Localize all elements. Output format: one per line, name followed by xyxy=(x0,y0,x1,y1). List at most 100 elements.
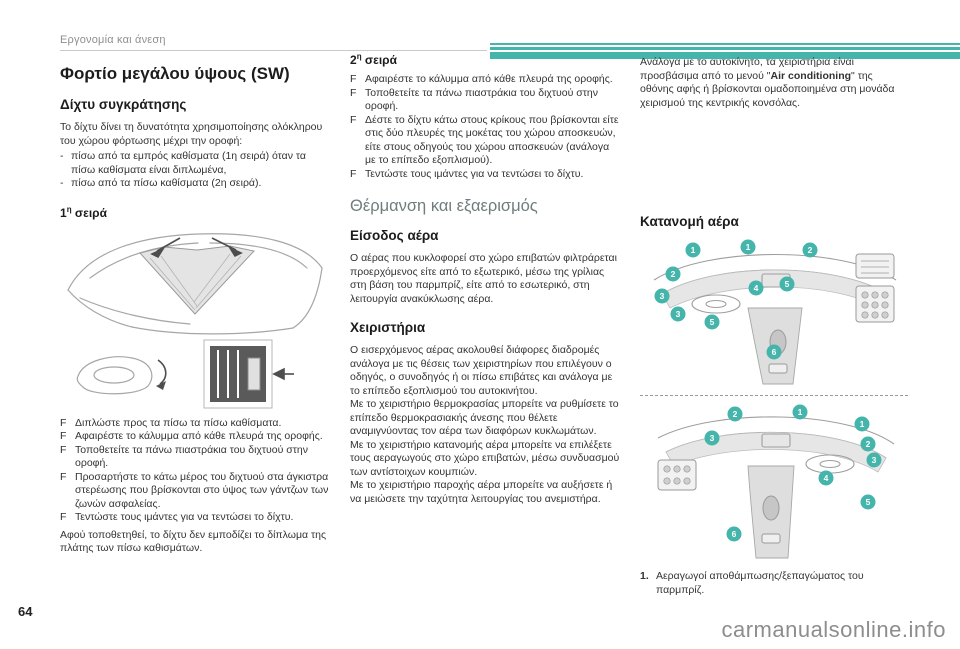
dash-text: πίσω από τα πίσω καθίσματα (2η σειρά). xyxy=(71,177,262,189)
diagram-callout: 1 xyxy=(792,404,808,420)
column-middle: 2η σειρά F Αφαιρέστε το κάλυμμα από κάθε… xyxy=(350,52,620,506)
step-arrow-icon: F xyxy=(350,86,357,99)
row1-heading: 1η σειρά xyxy=(60,204,107,220)
svg-text:1: 1 xyxy=(860,419,865,429)
instruction-step: F Τοποθετείτε τα πάνω πιαστράκια του διχ… xyxy=(60,444,330,471)
air-inlet-body: Ο αέρας που κυκλοφορεί στο χώρο επιβατών… xyxy=(350,252,617,305)
gear-lever xyxy=(762,495,780,521)
dash-text: πίσω από τα εμπρός καθίσματα (1η σειρά) … xyxy=(71,150,306,176)
svg-text:5: 5 xyxy=(710,317,715,327)
diagram-callout: 2 xyxy=(665,266,681,282)
net-outro: Αφού τοποθετηθεί, το δίχτυ δεν εμποδίζει… xyxy=(60,528,327,555)
svg-text:1: 1 xyxy=(746,242,751,252)
svg-text:5: 5 xyxy=(866,497,871,507)
bracket-arrow-icon xyxy=(272,367,294,380)
step-arrow-icon: F xyxy=(60,470,67,483)
controls-paragraph: Ο εισερχόμενος αέρας ακολουθεί διάφορες … xyxy=(350,344,613,397)
svg-text:3: 3 xyxy=(676,309,681,319)
bracket-detail xyxy=(203,339,294,408)
step-text: Αφαιρέστε το κάλυμμα από κάθε πλευρά της… xyxy=(365,73,613,85)
center-screen xyxy=(761,433,791,448)
step-text: Τοποθετείτε τα πάνω πιαστράκια του διχτυ… xyxy=(365,86,599,113)
instruction-step: F Προσαρτήστε το κάτω μέρος του διχτυού … xyxy=(60,471,330,512)
column-right: Ανάλογα με το αυτοκίνητο, τα χειριστήρια… xyxy=(640,56,908,597)
step-text: Αφαιρέστε το κάλυμμα από κάθε πλευρά της… xyxy=(75,430,323,442)
diagram-callout: 5 xyxy=(779,276,795,292)
controls-heading: Χειριστήρια xyxy=(350,320,426,335)
svg-text:1: 1 xyxy=(798,407,803,417)
diagram-callout: 3 xyxy=(704,430,720,446)
dashboard-diagram-2: 2 1 1 3 2 4 3 5 6 xyxy=(657,404,895,559)
row2-heading: 2η σειρά xyxy=(350,52,397,67)
climate-panel xyxy=(657,459,697,491)
dash-item: - πίσω από τα πίσω καθίσματα (2η σειρά). xyxy=(60,177,330,191)
diagram-callout: 5 xyxy=(704,314,720,330)
page-number: 64 xyxy=(18,604,33,619)
net-intro: Το δίχτυ δίνει τη δυνατότητα χρησιμοποίη… xyxy=(60,121,323,147)
stripe xyxy=(490,47,960,50)
step-arrow-icon: F xyxy=(60,416,67,429)
step-text: Τοποθετείτε τα πάνω πιαστράκια του διχτυ… xyxy=(75,443,309,470)
svg-text:4: 4 xyxy=(754,283,759,293)
svg-text:3: 3 xyxy=(660,291,665,301)
svg-text:5: 5 xyxy=(785,279,790,289)
section-header: Εργονομία και άνεση xyxy=(60,34,166,46)
figure-caption: 1. Αεραγωγοί αποθάμπωσης/ξεπαγώματος του… xyxy=(640,570,908,597)
net-subtitle: Δίχτυ συγκράτησης xyxy=(60,97,187,112)
step-text: Διπλώστε προς τα πίσω τα πίσω καθίσματα. xyxy=(75,416,282,429)
diagram-callout: 6 xyxy=(726,526,742,542)
socket-arrow-icon xyxy=(156,358,167,390)
controls-paragraph: Με το χειριστήριο θερμοκρασίας μπορείτε … xyxy=(350,398,619,437)
step-arrow-icon: F xyxy=(60,511,67,523)
instruction-step: F Διπλώστε προς τα πίσω τα πίσω καθίσματ… xyxy=(60,417,330,431)
distribution-heading: Κατανομή αέρα xyxy=(640,214,739,229)
controls-paragraph: Με το χειριστήριο κατανομής αέρα μπορείτ… xyxy=(350,438,620,478)
diagram-callout: 2 xyxy=(860,436,876,452)
steering-wheel xyxy=(691,294,741,314)
decorative-stripes xyxy=(490,43,960,59)
diagram-callout: 5 xyxy=(860,494,876,510)
diagram-callout: 4 xyxy=(748,280,764,296)
stripe xyxy=(490,52,960,59)
svg-text:2: 2 xyxy=(866,439,871,449)
dash-marker: - xyxy=(60,150,64,162)
dashed-separator xyxy=(640,395,908,396)
diagram-callout: 1 xyxy=(685,242,701,258)
svg-text:1: 1 xyxy=(691,245,696,255)
instruction-step: F Δέστε το δίχτυ κάτω στους κρίκους που … xyxy=(350,114,620,168)
roof-socket-detail xyxy=(76,355,153,394)
svg-text:6: 6 xyxy=(772,347,777,357)
diagram-callout: 6 xyxy=(766,344,782,360)
diagram-callout: 2 xyxy=(802,242,818,258)
diagram-callout: 1 xyxy=(854,416,870,432)
diagram-callout: 1 xyxy=(740,239,756,255)
svg-text:6: 6 xyxy=(732,529,737,539)
dashboard-diagram-1: 1 1 2 2 3 3 5 4 5 6 xyxy=(653,239,897,385)
instruction-step: F Τεντώστε τους ιμάντες για να τεντώσει … xyxy=(350,168,620,182)
svg-text:2: 2 xyxy=(733,409,738,419)
step-arrow-icon: F xyxy=(350,113,357,126)
page-title: Φορτίο μεγάλου ύψους (SW) xyxy=(60,64,290,83)
step-text: Δέστε το δίχτυ κάτω στους κρίκους που βρ… xyxy=(365,113,619,167)
cargo-net-illustration xyxy=(67,232,323,408)
caption-text: Αεραγωγοί αποθάμπωσης/ξεπαγώματος του πα… xyxy=(656,570,864,596)
instruction-step: F Αφαιρέστε το κάλυμμα από κάθε πλευρά τ… xyxy=(60,430,330,444)
step-text: Τεντώστε τους ιμάντες για να τεντώσει το… xyxy=(75,511,294,523)
diagram-callout: 3 xyxy=(654,288,670,304)
column-left: Φορτίο μεγάλου ύψους (SW) Δίχτυ συγκράτη… xyxy=(60,64,330,556)
diagram-callout: 4 xyxy=(818,470,834,486)
step-arrow-icon: F xyxy=(350,167,357,180)
diagram-callout: 2 xyxy=(727,406,743,422)
svg-text:3: 3 xyxy=(710,433,715,443)
fixing-arrow-icon xyxy=(150,236,243,258)
step-arrow-icon: F xyxy=(350,73,357,85)
dash-marker: - xyxy=(60,177,64,189)
caption-number: 1. xyxy=(640,570,649,582)
instruction-step: F Τεντώστε τους ιμάντες για να τεντώσει … xyxy=(60,511,330,525)
controls-paragraph: Με το χειριστήριο παροχής αέρα μπορείτε … xyxy=(350,479,613,505)
svg-text:2: 2 xyxy=(808,245,813,255)
svg-text:3: 3 xyxy=(872,455,877,465)
step-text: Τεντώστε τους ιμάντες για να τεντώσει το… xyxy=(365,167,584,180)
svg-text:4: 4 xyxy=(824,473,829,483)
steering-wheel xyxy=(805,454,855,474)
